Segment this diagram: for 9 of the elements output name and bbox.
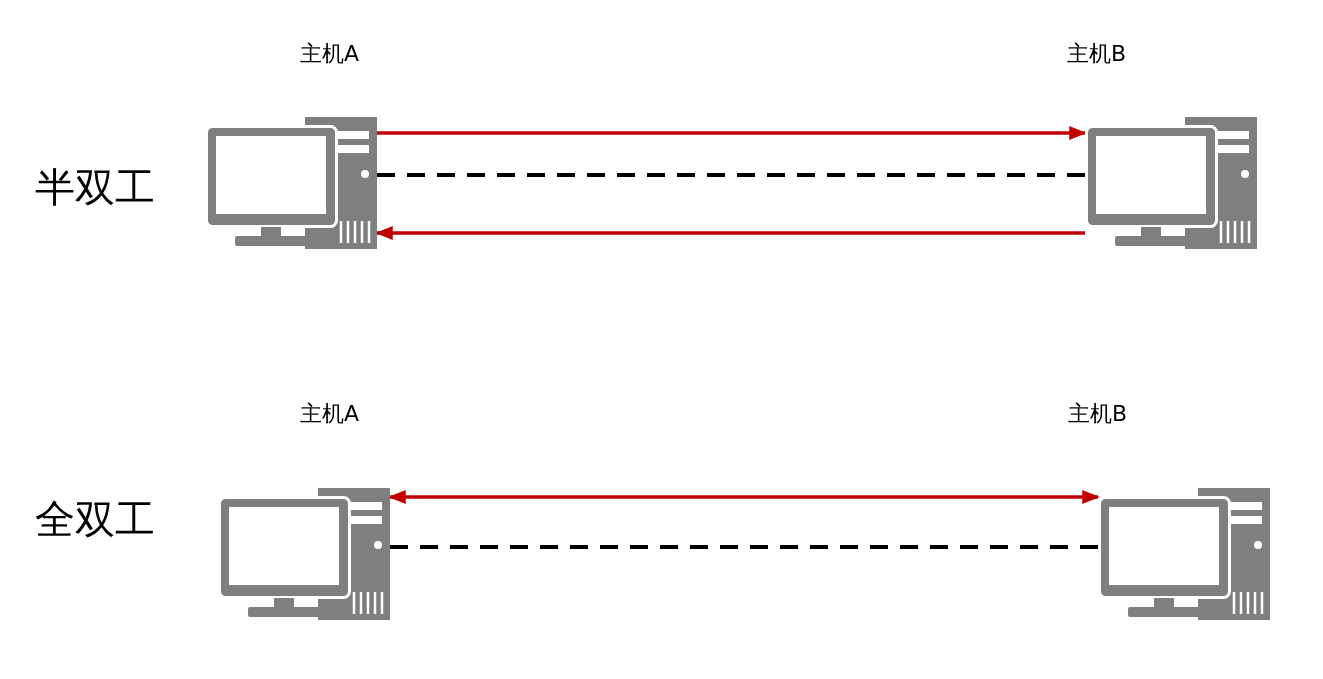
host-label: 主机A xyxy=(300,402,360,427)
dashed-line xyxy=(390,545,1098,549)
mode-label: 半双工 xyxy=(35,165,155,209)
host-label: 主机B xyxy=(1067,42,1127,67)
host-label: 主机B xyxy=(1068,402,1128,427)
host-label: 主机A xyxy=(300,42,360,67)
dashed-line xyxy=(377,173,1085,177)
mode-label: 全双工 xyxy=(35,497,155,541)
arrow xyxy=(377,126,1087,140)
